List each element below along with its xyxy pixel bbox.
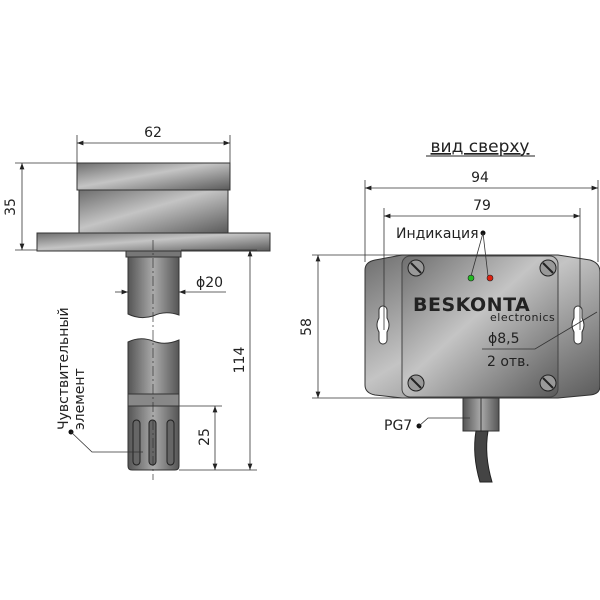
side-view: 62 35 ϕ20 114 25 Чувствительный элемент <box>3 125 271 480</box>
screw-icon <box>407 259 425 277</box>
dim-sensor-label: 25 <box>197 428 213 446</box>
sensor-label-line1: Чувствительный <box>56 307 72 430</box>
screws <box>407 259 557 392</box>
neck <box>125 250 182 258</box>
flange <box>36 232 271 252</box>
dim-width-label: 62 <box>144 125 162 141</box>
screw-icon <box>539 259 557 277</box>
tube-upper <box>127 256 180 319</box>
dim-hole-spacing-label: 79 <box>473 198 491 214</box>
gland-leader <box>418 417 470 427</box>
housing-top <box>76 162 231 191</box>
cable <box>474 430 493 483</box>
indication-leader <box>470 232 489 277</box>
probe-slot <box>166 419 175 466</box>
hole-diameter-label: ϕ8,5 <box>488 331 520 347</box>
top-view: вид сверху BESKONTA electronics ϕ8,5 2 о… <box>299 137 600 483</box>
tube-lower <box>127 338 180 396</box>
dim-length-label: 114 <box>232 347 248 374</box>
gland-label: PG7 <box>384 418 412 434</box>
screw-icon <box>407 374 425 392</box>
dim-total-width-label: 94 <box>471 170 489 186</box>
enclosure-lid <box>401 255 559 398</box>
brand-sub: electronics <box>490 311 555 324</box>
screw-icon <box>539 374 557 392</box>
led-red <box>486 274 494 282</box>
dim-height-label: 58 <box>299 318 315 336</box>
dim-height-label: 35 <box>3 198 19 216</box>
top-view-title: вид сверху <box>431 137 530 157</box>
dim-diameter-label: ϕ20 <box>196 275 223 291</box>
probe-slot <box>132 419 141 466</box>
mounting-slot-right <box>571 305 585 345</box>
brand-logo: BESKONTA <box>413 294 530 316</box>
sensor-leader <box>70 431 143 453</box>
sensor-label-line2: элемент <box>72 368 88 430</box>
mounting-slots <box>376 305 585 345</box>
indication-label: Индикация <box>396 226 479 242</box>
hole-count-label: 2 отв. <box>487 354 530 370</box>
probe-slot <box>148 419 157 466</box>
mounting-slot-left <box>376 305 390 345</box>
housing-body <box>78 189 229 234</box>
probe-ring <box>127 393 180 407</box>
hole-leader <box>482 311 598 350</box>
